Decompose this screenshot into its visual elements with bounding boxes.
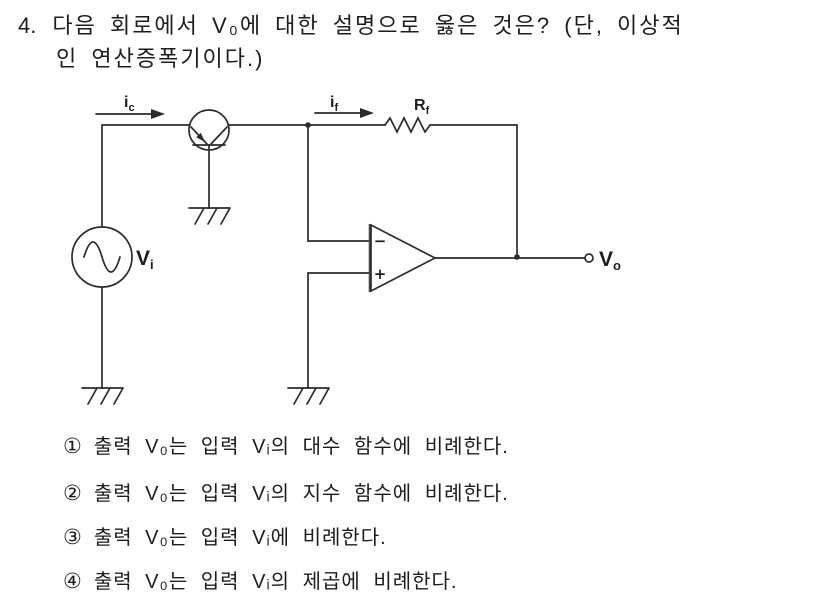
option-1: ① 출력 V₀는 입력 Vᵢ의 대수 함수에 비례한다.	[63, 430, 509, 459]
transistor-ground-symbol	[188, 207, 231, 225]
option-3-marker: ③	[63, 526, 83, 549]
wire-segments	[101, 124, 586, 389]
junction-dot-output	[514, 254, 520, 260]
question-line-1: 4. 다음 회로에서 V₀에 대한 설명으로 옳은 것은? (단, 이상적	[18, 8, 684, 40]
option-2-text: 출력 V₀는 입력 Vᵢ의 지수 함수에 비례한다.	[93, 483, 509, 505]
option-1-marker: ①	[63, 435, 83, 458]
option-3: ③ 출력 V₀는 입력 Vᵢ에 비례한다.	[63, 521, 387, 550]
option-2-marker: ②	[63, 482, 83, 505]
sine-wave-icon	[83, 241, 121, 273]
circuit-diagram: ic Vi if Rf − + Vo	[71, 94, 621, 405]
question-number: 4.	[18, 13, 37, 38]
noninverting-ground-symbol	[287, 387, 330, 405]
feedback-resistor-label: Rf	[414, 97, 430, 117]
source-ground-symbol	[81, 387, 124, 405]
feedback-current-arrow	[314, 108, 374, 118]
transistor	[188, 109, 230, 151]
opamp-inverting-sign: −	[374, 232, 387, 250]
opamp-noninverting-sign: +	[374, 265, 387, 283]
transistor-emitter-arrow-icon	[196, 132, 205, 142]
question-text-1: 다음 회로에서 V₀에 대한 설명으로 옳은 것은? (단, 이상적	[52, 13, 684, 38]
feedback-resistor	[384, 116, 431, 134]
junction-dot-input	[305, 122, 311, 128]
option-4-text: 출력 V₀는 입력 Vᵢ의 제곱에 비례한다.	[93, 571, 458, 593]
option-3-text: 출력 V₀는 입력 Vᵢ에 비례한다.	[93, 527, 387, 549]
ac-voltage-source	[71, 226, 133, 288]
question-line-2: 인 연산증폭기이다.)	[56, 41, 264, 73]
option-1-text: 출력 V₀는 입력 Vᵢ의 대수 함수에 비례한다.	[93, 436, 509, 458]
output-voltage-label: Vo	[599, 248, 621, 273]
question-text-2: 인 연산증폭기이다.)	[56, 46, 265, 71]
input-current-label: ic	[124, 94, 135, 114]
input-current-arrow	[95, 109, 165, 119]
feedback-current-label: if	[330, 94, 338, 114]
option-4: ④ 출력 V₀는 입력 Vᵢ의 제곱에 비례한다.	[63, 565, 458, 594]
option-2: ② 출력 V₀는 입력 Vᵢ의 지수 함수에 비례한다.	[63, 477, 509, 506]
output-terminal	[584, 253, 594, 263]
option-4-marker: ④	[63, 570, 83, 593]
opamp: − +	[368, 223, 437, 293]
source-voltage-label: Vi	[136, 247, 154, 272]
opamp-triangle	[370, 223, 437, 293]
